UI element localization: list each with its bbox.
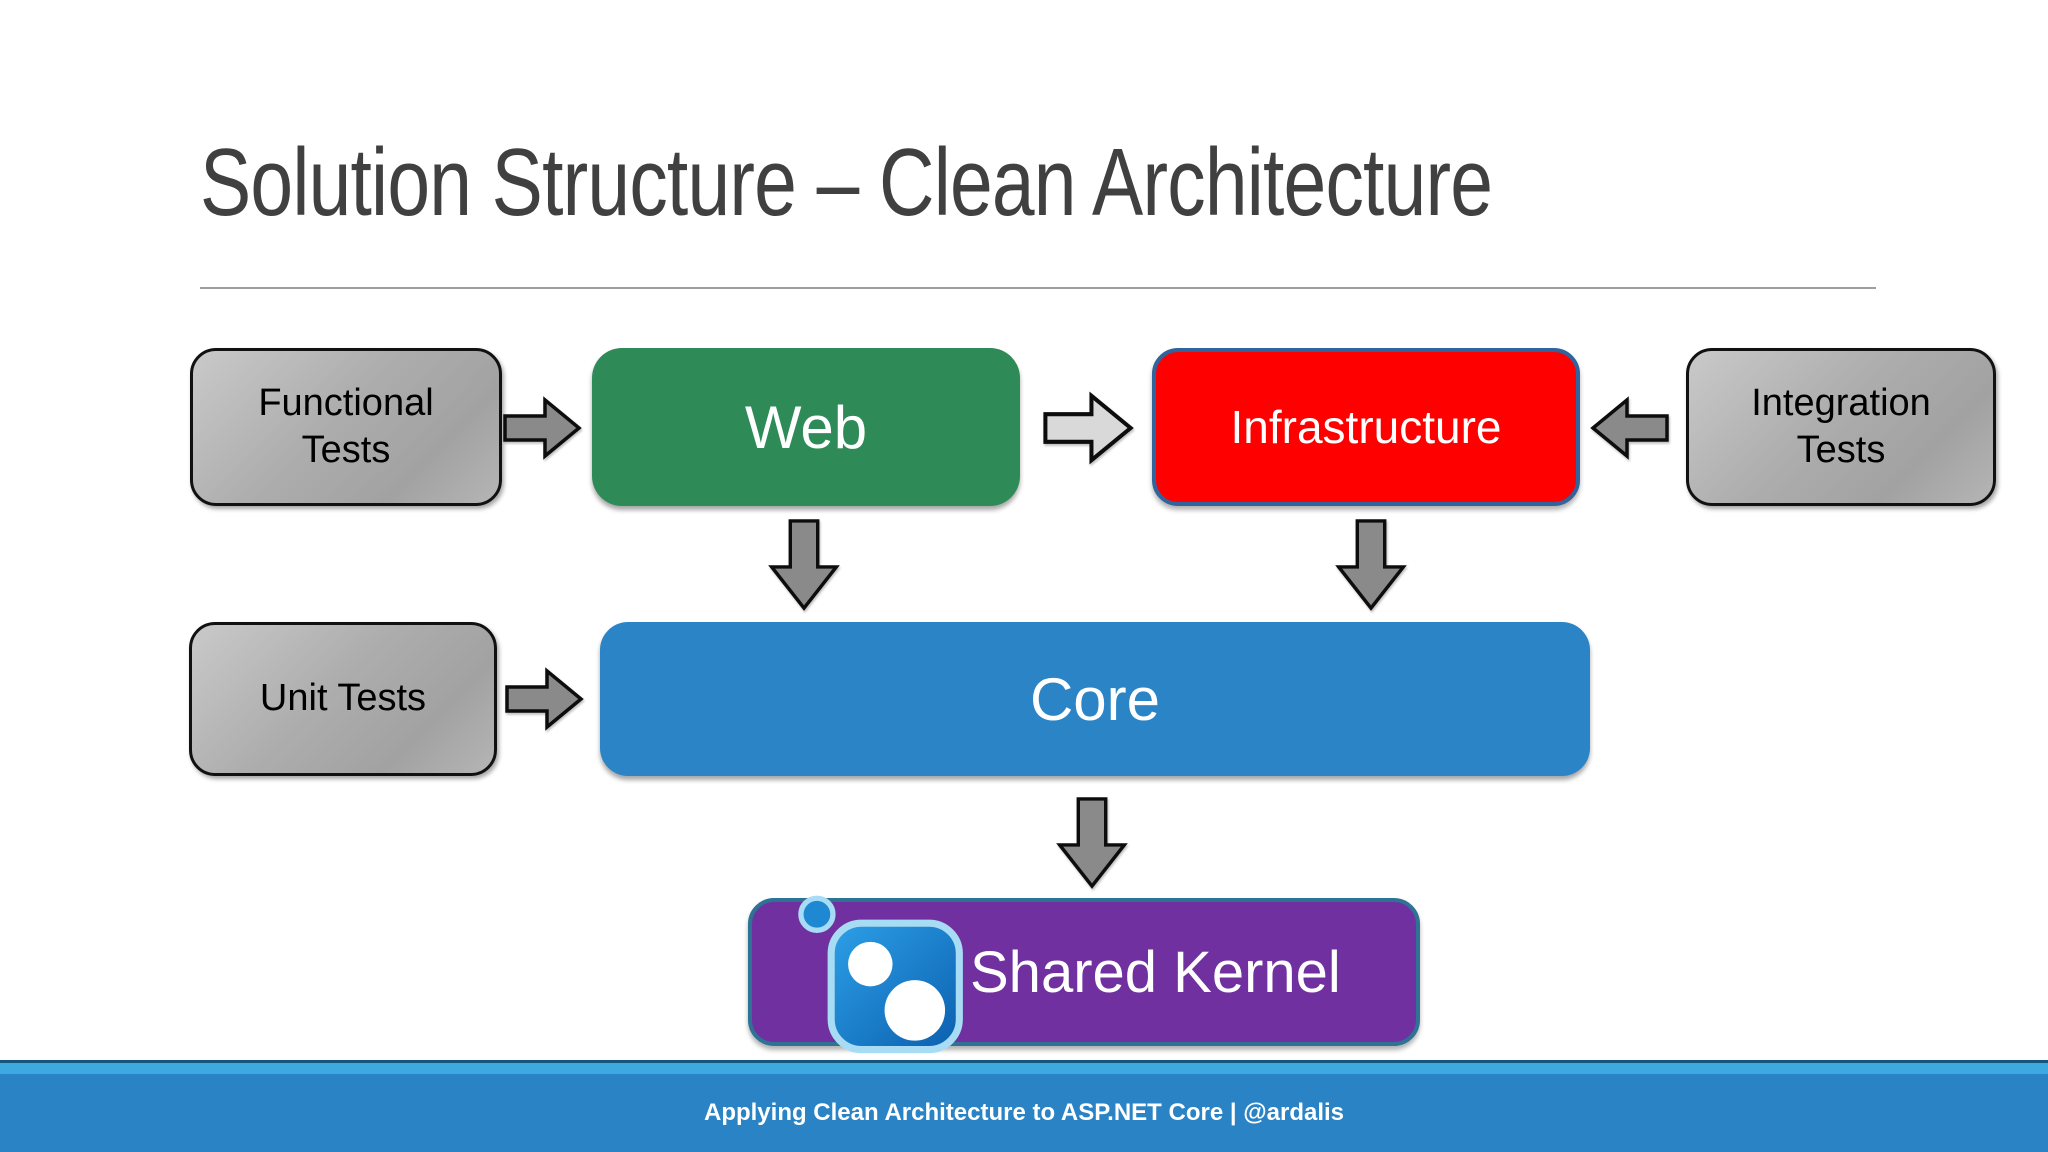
box-shared-kernel: Shared Kernel bbox=[748, 895, 1420, 1054]
core-label: Core bbox=[1029, 665, 1161, 733]
box-integration-tests: Integration Tests bbox=[1686, 348, 1996, 506]
down-arrow-icon bbox=[1335, 519, 1407, 611]
right-arrow-icon bbox=[1043, 391, 1134, 465]
box-web: Web bbox=[592, 348, 1020, 506]
slide-title: Solution Structure – Clean Architecture bbox=[200, 129, 1493, 236]
down-arrow-icon bbox=[768, 519, 840, 611]
integration-tests-label: Integration Tests bbox=[1751, 381, 1931, 472]
web-label: Web bbox=[744, 393, 868, 461]
footer-bar: Applying Clean Architecture to ASP.NET C… bbox=[0, 1074, 2048, 1152]
footer-accent-stripe bbox=[0, 1060, 2048, 1074]
left-arrow-icon bbox=[1590, 396, 1669, 460]
title-underline bbox=[200, 287, 1876, 289]
unit-tests-label: Unit Tests bbox=[259, 677, 427, 720]
down-arrow-icon bbox=[1056, 797, 1128, 889]
footer-text: Applying Clean Architecture to ASP.NET C… bbox=[703, 1099, 1345, 1126]
box-infrastructure: Infrastructure bbox=[1152, 348, 1580, 506]
right-arrow-icon bbox=[505, 667, 584, 731]
nuget-package-icon bbox=[798, 895, 963, 1054]
right-arrow-icon bbox=[503, 396, 582, 460]
infrastructure-label: Infrastructure bbox=[1230, 401, 1502, 453]
shared-kernel-label: Shared Kernel bbox=[970, 939, 1341, 1005]
box-functional-tests: Functional Tests bbox=[190, 348, 502, 506]
box-unit-tests: Unit Tests bbox=[189, 622, 497, 776]
functional-tests-label: Functional Tests bbox=[258, 381, 434, 472]
box-core: Core bbox=[600, 622, 1590, 776]
